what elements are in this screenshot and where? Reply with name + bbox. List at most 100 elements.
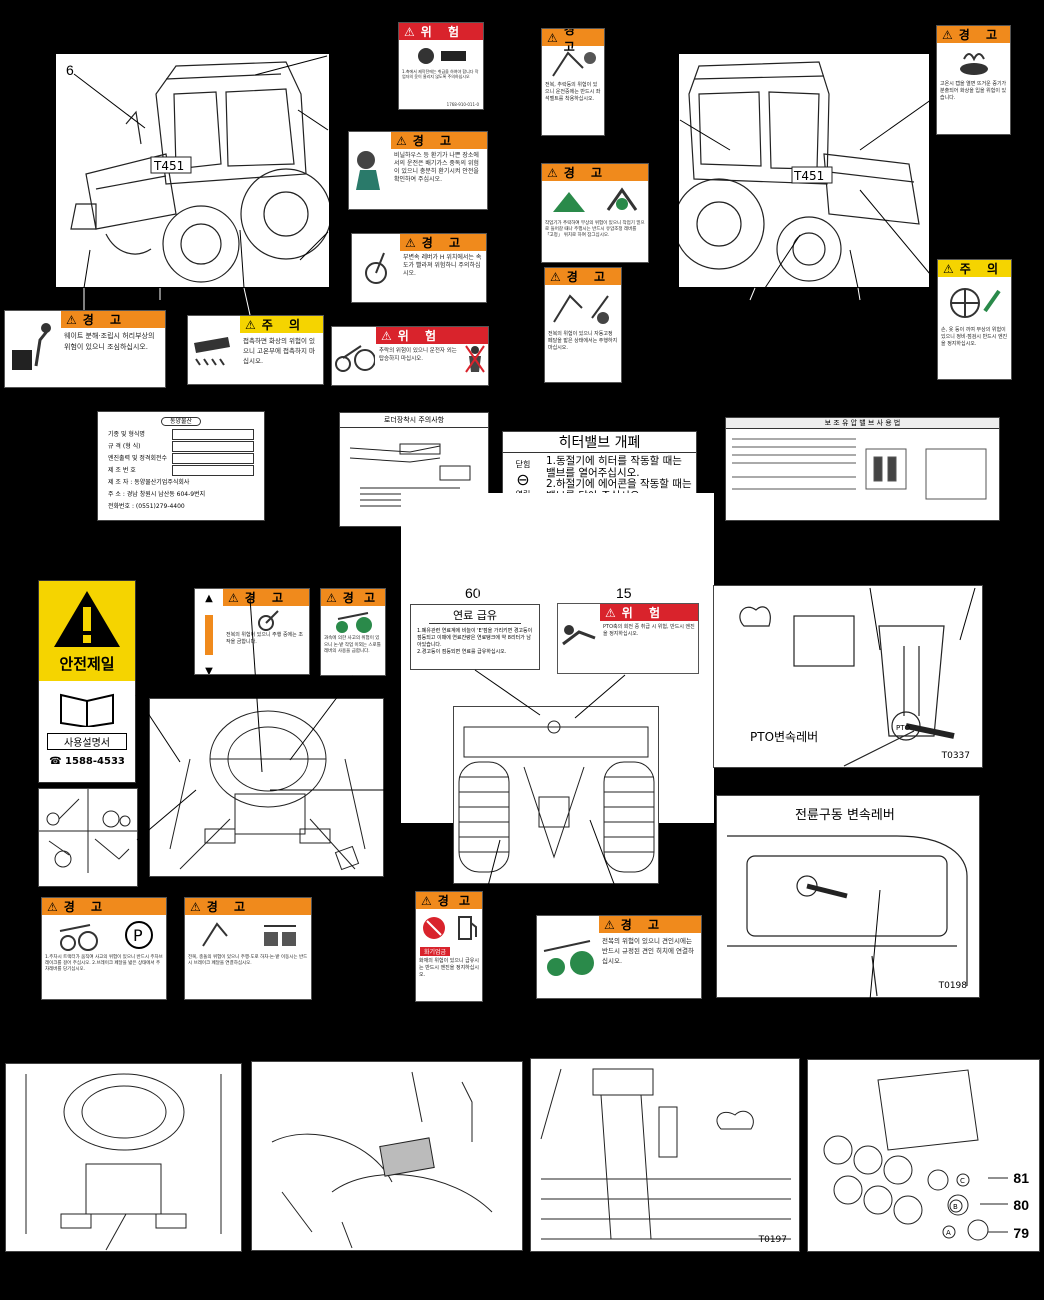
tractor-left-view-panel: T451 6 [56,54,332,287]
warning-triangle-icon: ⚠ [190,899,201,914]
warning-triangle-icon: ⚠ [228,590,239,605]
fan-hazard-icon [938,277,1011,327]
tractor-model-badge: T451 [153,159,184,173]
rotating-shaft-hazard-icon [402,43,480,69]
svg-text:C: C [960,1177,965,1185]
svg-text:A: A [946,1229,951,1237]
tractor-towing-icon [537,916,599,996]
up-down-arrow-icon: ▲▼ [195,589,223,674]
label-warning-brake-pedal-link: ⚠경 고 전복, 충돌의 위험이 있으니 주행·도로 하차·논·밭 이동시는 반… [184,897,312,1000]
no-passenger-icon [462,344,488,374]
pto-lever-illustration: PTO [739,606,955,767]
valve-handle-icon: ⊖ [516,470,530,489]
figure-id-t0198: T0198 [938,981,967,991]
label-warning-seatbelt: ⚠경 고 전복, 추락등의 위험이 있으니 운전중에는 반드시 좌석벨트를 착용… [541,28,605,136]
hot-surface-hand-icon [188,316,240,382]
warning-triangle-icon: ⚠ [943,261,954,276]
callout-15: 15 [616,585,632,601]
brake-pedal-icon [185,915,311,955]
fuel-refill-plate: 연료 급유 1.폐유관련 연료계에 비늘이 'E'점을 가리키면 경고등이 점등… [410,604,540,670]
safety-first-sticker: 안전제일 사용설명서 ☎ 1588-4533 [38,580,136,783]
no-fire-icon [422,917,445,939]
parking-brake-icon: P [124,921,153,949]
label-caution-hot-surface: ⚠주 의 접촉하면 화상의 위험이 있으니 고온부에 접촉하지 마십시오. [187,315,324,385]
steering-lever-icon [223,606,309,632]
figure-id-t0337: T0337 [941,751,970,761]
warning-triangle-icon: ⚠ [605,605,616,620]
tractor-rollaway-icon [59,924,98,951]
front-drive-lever-illustration [727,835,968,997]
label-warning-hitch-lock: ⚠경 고 작업기가 추락하여 부상의 위험이 있으니 작업기 밑으로 들어갈 때… [541,163,649,263]
label-warning-parking-brake: ⚠경 고 P 1.주차시 트랙터가 움직여 사고의 위험이 있으니 반드시 주차… [41,897,167,1000]
warning-triangle-icon: ⚠ [47,899,58,914]
tractor-model-badge-side: T451 [793,169,824,183]
pto-entanglement-icon [558,604,600,672]
seatbelt-icon [542,46,604,82]
label-warning-auto-lock-pedal: ⚠경 고 전복의 위험이 있으니 자동고정 페달을 밟은 상태에서는 주행하지 … [544,267,622,383]
warning-triangle-icon: ⚠ [405,235,416,250]
warning-triangle-icon: ⚠ [404,24,415,39]
callout-71: 71 [247,570,263,586]
warning-triangle-icon: ⚠ [421,893,432,908]
callout-81: 81 [1013,1170,1029,1186]
label-warning-71: ▲▼ ⚠경 고 전복의 위험이 있으니 주행 중에는 조작을 금합니다. [194,588,310,675]
gas-poisoning-icon [349,132,391,208]
hydraulic-valve-panel: C B A 81 80 79 [807,1059,1040,1252]
tractor-right-view-panel: T451 [673,54,929,287]
warning-triangle-icon: ⚠ [547,30,558,45]
label-warning-towing: ⚠경 고 전복의 위험이 있으니 견인시에는 반드시 규정된 견인 히치에 연결… [536,915,702,999]
cab-interior-illustration [169,710,366,871]
warning-triangle-icon: ⚠ [604,917,615,932]
seat-illustration [271,1071,493,1249]
svg-text:P: P [133,926,143,945]
figure-id-t0197: T0197 [758,1235,787,1245]
operator-cab-panel [149,698,384,877]
pictogram-grid [39,789,137,873]
tractor-left-illustration: T451 [70,61,332,283]
svg-text:B: B [953,1203,958,1211]
warning-triangle-icon: ⚠ [550,269,561,284]
callout-6: 6 [66,62,74,78]
warning-triangle-icon: ⚠ [547,165,558,180]
aux-valve-diagram [732,438,987,500]
warning-triangle-icon: ⚠ [245,317,256,332]
callout-80: 80 [1013,1197,1029,1213]
rear-view-panel [453,706,659,884]
pto-lever-caption: PTO변속레버 [750,730,819,744]
hitch-lock-icon [542,181,648,221]
speed-lever-icon [352,234,400,300]
label-warning-22: ⚠경 고 과속에 의한 사고의 위험이 있으니 논·밭 작업 이외는 스로틀 레… [320,588,386,676]
warning-triangle-icon: ⚠ [942,27,953,42]
book-icon [60,693,114,729]
label-warning-fuel: ⚠경 고 화기엄금 화재의 위험이 있으니 급유시는 반드시 엔진을 정지하십시… [415,891,483,1002]
warning-triangle-icon: ⚠ [326,590,337,605]
hydraulic-coupler-illustration: C B A [823,1069,1008,1241]
tractor-right-illustration: T451 [673,61,920,282]
warning-triangle-icon: ⚠ [396,133,407,148]
front-drive-lever-panel: 전륜구동 변속레버 T0198 [716,795,980,998]
warning-triangle-icon: ⚠ [66,312,77,327]
pedal-lock-icon [545,285,621,331]
warning-triangle-icon [54,590,120,647]
label-caution-rotating-parts: ⚠주 의 손, 옷 등이 끼여 부상의 위험이 있으니 정비·점검시 반드시 엔… [937,259,1012,380]
label-danger-no-riders: ⚠위 험 추락의 위험이 있으니 운전자 외는 탑승하지 마십시오. [331,326,489,386]
bottom-cab-panel [5,1063,242,1252]
tractor-rider-icon [332,327,376,383]
callout-60: 60 [465,585,481,601]
identification-plate: 동양물산 기종 및 형식명 규 격 (형 식) 엔진출력 및 정격회전수 제 조… [97,411,265,521]
label-danger-15: ⚠위 험 PTO축의 회전 중 취급 시 위험, 반드시 엔진을 정지하십시오. [557,603,699,674]
label-danger-pto-top: ⚠위 험 1.축에서 제작전에는 취급을 하여야 합니다 작업자의 옷이 물리지… [398,22,484,110]
svg-text:PTO: PTO [896,724,910,732]
bottom-cab-illustration [25,1073,222,1251]
pto-lever-panel: PTO PTO변속레버 T0337 [713,585,983,768]
label-warning-range-shift: ⚠경 고 부변속 레버가 H 위치에서는 속도가 빨라져 위험하니 주의하십시오… [351,233,487,303]
brand-logo: 동양물산 [160,417,202,426]
hot-steam-icon [937,43,1010,81]
bottom-pedal-panel: T0197 [530,1058,800,1252]
label-warning-radiator: ⚠경 고 고온시 캡을 열면 뜨거운 증기가 분출되어 화상을 입을 위험이 있… [936,25,1011,135]
aux-hydraulic-valve-plate: 보 조 유 압 밸 브 사 용 법 [725,417,1000,521]
fuel-pump-icon [457,916,477,940]
callout-22: 22 [343,570,359,586]
label-warning-exhaust: ⚠경 고 비닐하우스 등 환기가 나쁜 장소에서의 운전은 배기가스 중독의 위… [348,131,488,210]
lifting-weight-icon [5,311,61,385]
